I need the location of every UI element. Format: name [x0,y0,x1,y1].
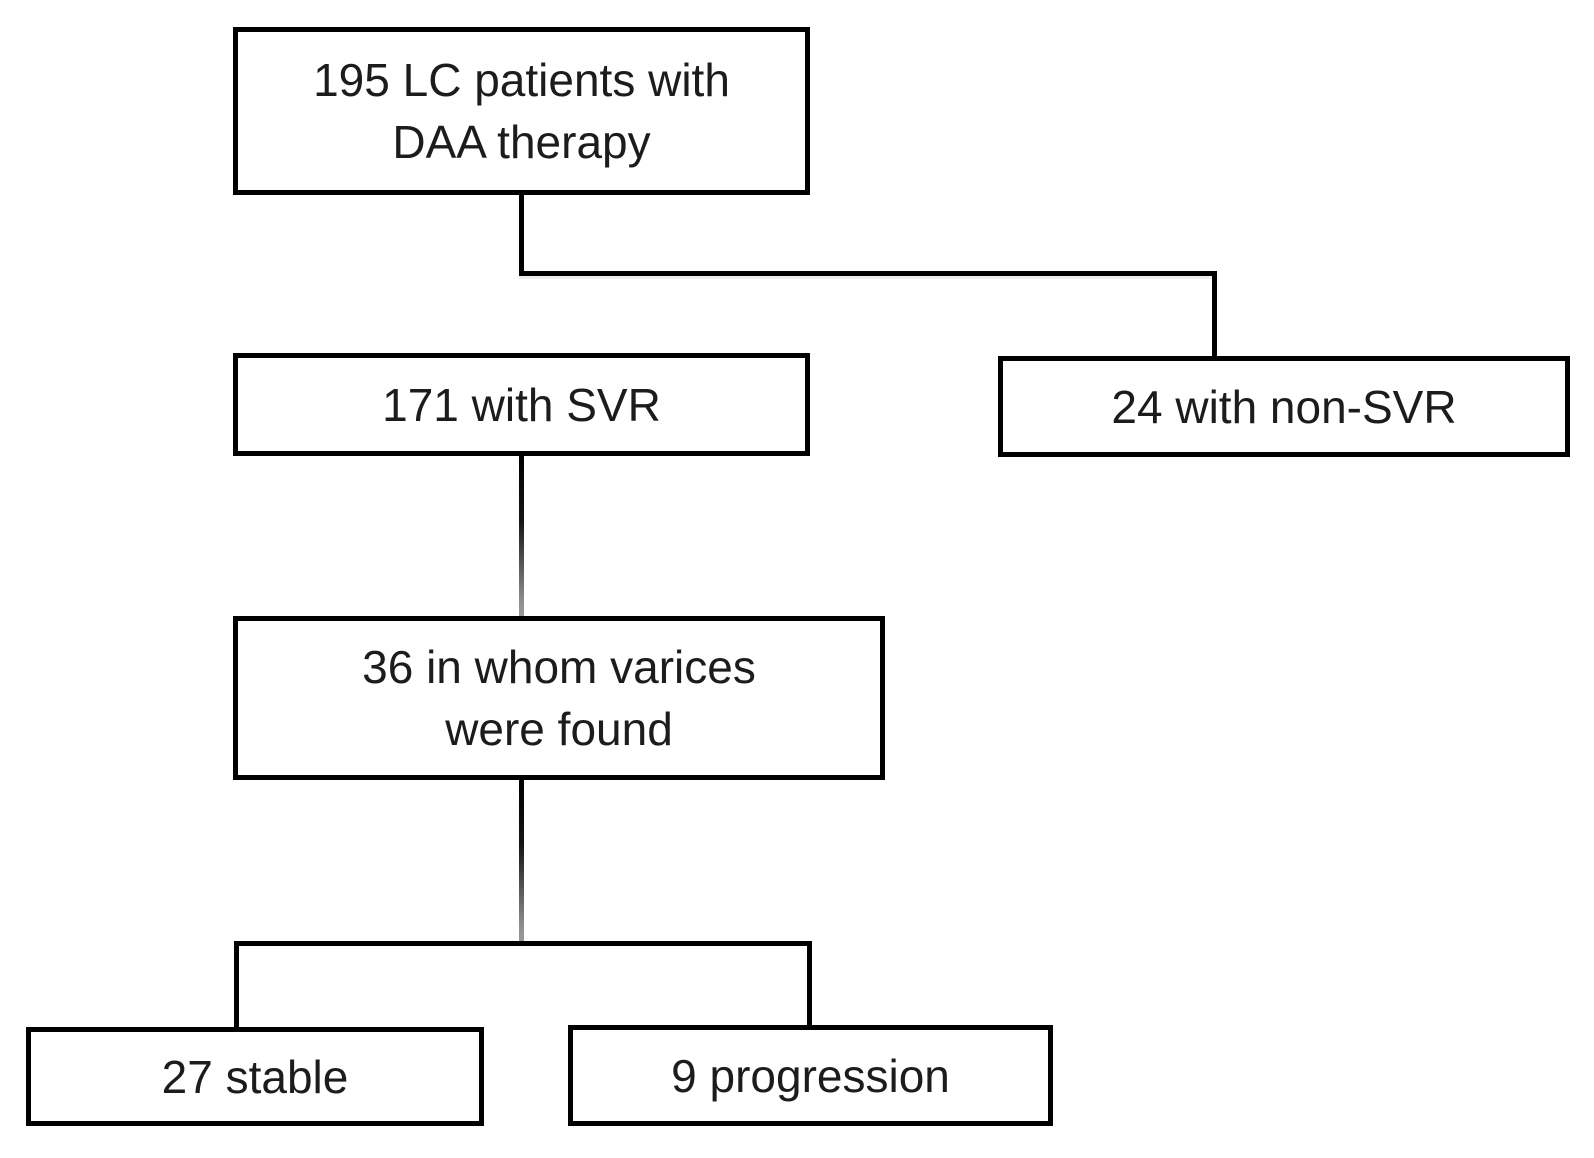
connector-root-to-branch [519,195,524,276]
connector-branch-to-stable [234,941,239,1029]
connector-branch-to-progression [807,941,812,1027]
connector-svr-to-varices [519,456,524,618]
node-195-lc-patients-line2: DAA therapy [392,116,651,168]
node-36-varices-found: 36 in whom varices were found [233,616,885,780]
node-24-with-non-svr: 24 with non-SVR [998,356,1570,457]
node-27-stable: 27 stable [26,1027,484,1126]
connector-branch-to-nonsvr [1212,271,1217,358]
node-195-lc-patients: 195 LC patients with DAA therapy [233,27,810,195]
connector-varices-to-branch [519,780,524,943]
node-9-progression-label: 9 progression [671,1049,950,1102]
node-36-varices-found-line1: 36 in whom varices [362,641,756,693]
node-195-lc-patients-line1: 195 LC patients with [313,54,730,106]
node-171-with-svr-label: 171 with SVR [382,378,661,431]
node-9-progression: 9 progression [568,1025,1053,1126]
connector-top-branch-horizontal [519,271,1217,276]
connector-bottom-branch-horizontal [234,941,812,946]
node-27-stable-label: 27 stable [161,1050,349,1103]
node-36-varices-found-line2: were found [445,703,673,755]
node-24-with-non-svr-label: 24 with non-SVR [1111,380,1457,433]
node-171-with-svr: 171 with SVR [233,353,810,456]
